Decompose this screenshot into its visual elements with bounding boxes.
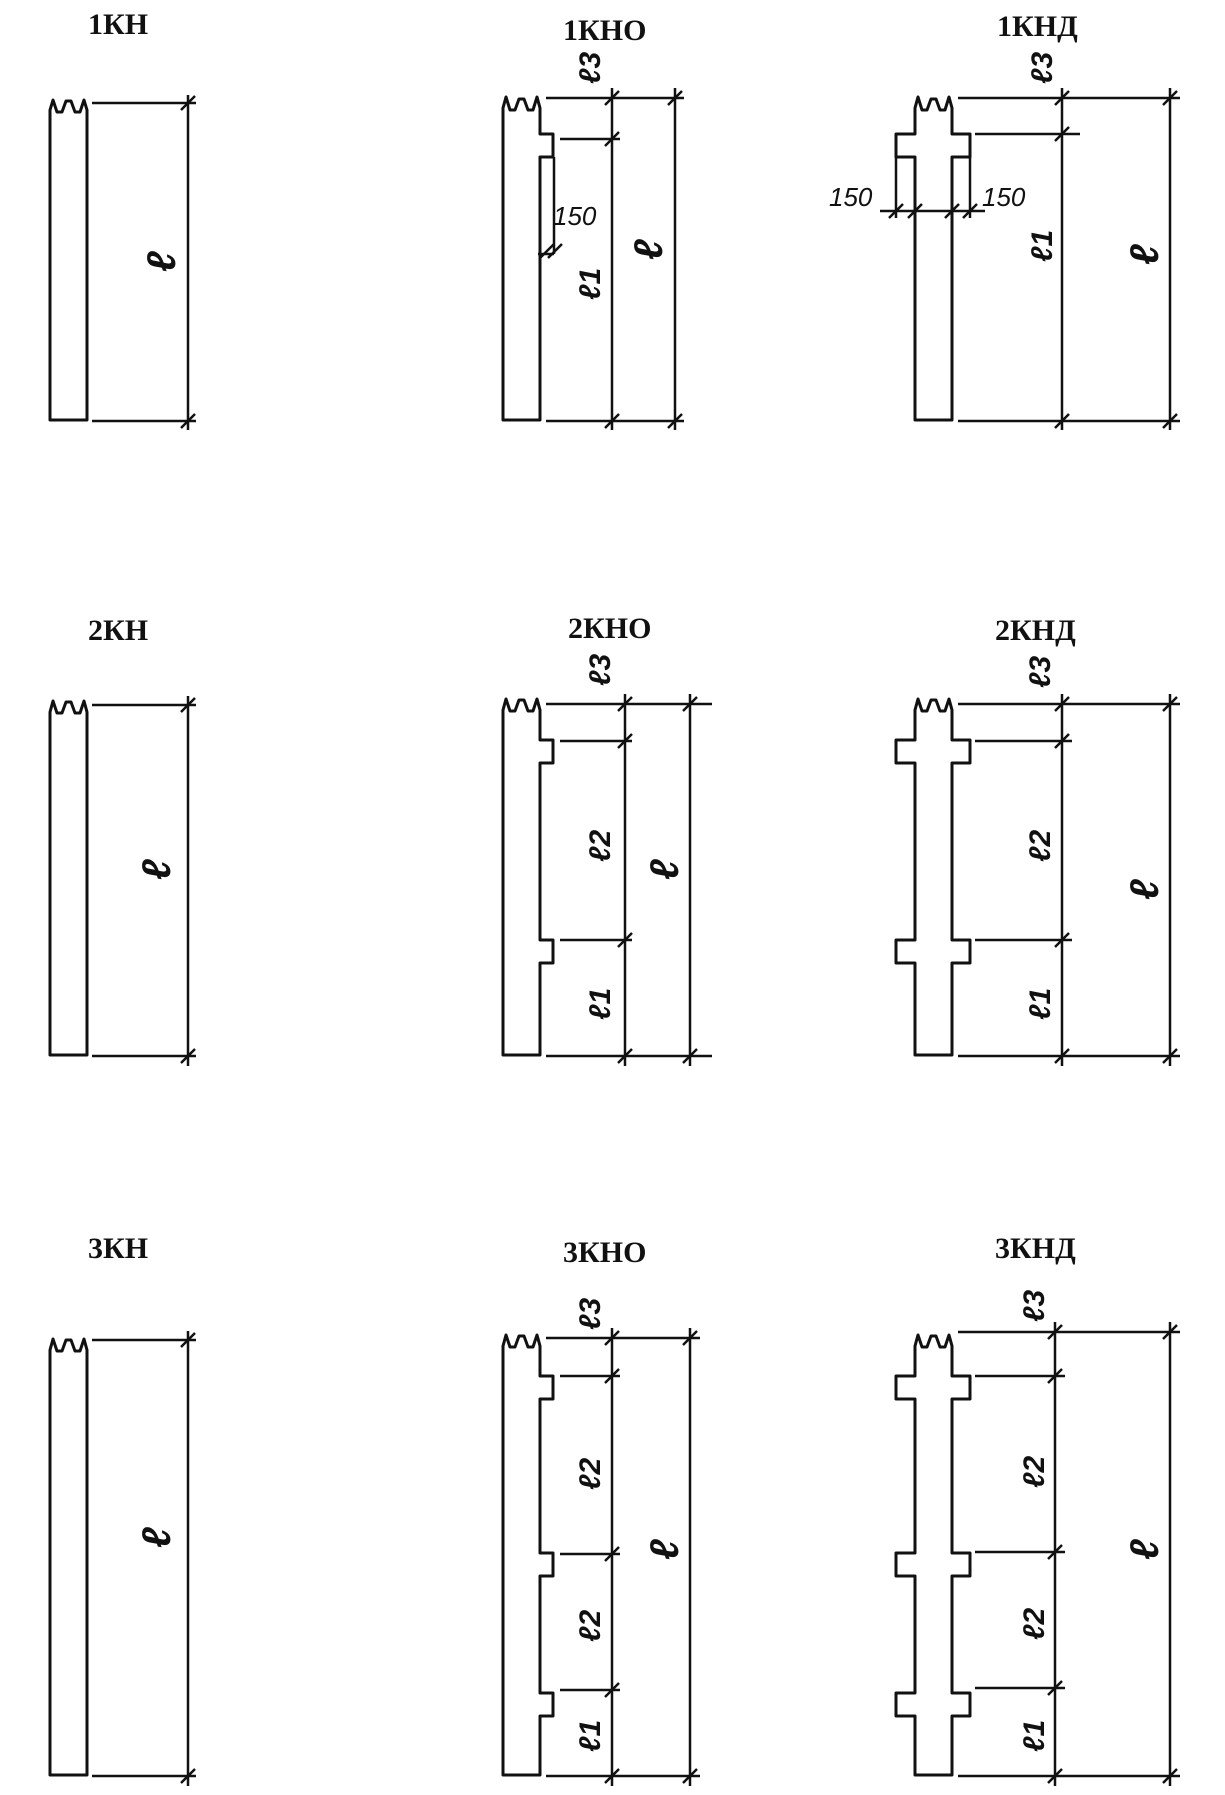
- dim-l3-2knd: ℓ3: [1024, 656, 1057, 688]
- panel-3kno: 3КНО ℓ3 ℓ2 ℓ2 ℓ1 ℓ: [501, 1236, 700, 1786]
- panel-2kn: 2КН ℓ: [48, 614, 196, 1066]
- dim-l2b-3kno: ℓ2: [574, 1610, 607, 1642]
- panel-2kno: 2КНО ℓ3 ℓ2 ℓ1 ℓ: [501, 612, 712, 1066]
- column-3kn: [48, 1337, 89, 1777]
- title-1knd: 1КНД: [997, 10, 1078, 43]
- title-2knd: 2КНД: [995, 614, 1076, 647]
- dim-l2b-3knd: ℓ2: [1018, 1608, 1051, 1640]
- panel-1kno: 1КНО 150 ℓ3 ℓ1 ℓ: [501, 14, 684, 430]
- column-3knd: [894, 1333, 972, 1777]
- dim-l1-3kno: ℓ1: [574, 1720, 607, 1752]
- dim-l-1kn: ℓ: [140, 251, 184, 272]
- dim-l3-1kno: ℓ3: [574, 52, 607, 84]
- dim-l-1kno: ℓ: [627, 239, 671, 260]
- dim-l1-1knd: ℓ1: [1026, 230, 1059, 262]
- dim-l1-3knd: ℓ1: [1018, 1720, 1051, 1752]
- title-3kno: 3КНО: [563, 1236, 646, 1269]
- dim-l2-2kno: ℓ2: [584, 830, 617, 862]
- column-2kn: [48, 699, 89, 1057]
- column-1knd: [894, 95, 972, 422]
- dim-l-1knd: ℓ: [1123, 244, 1167, 265]
- panel-3knd: 3КНД ℓ3 ℓ2 ℓ2 ℓ1 ℓ: [894, 1232, 1180, 1786]
- dim-l-3kno: ℓ: [643, 1539, 687, 1560]
- dim-150-1kno: 150: [553, 201, 597, 231]
- dim-l-2kn: ℓ: [135, 859, 179, 880]
- dim-l3-3knd: ℓ3: [1018, 1290, 1051, 1322]
- dim-l2a-3knd: ℓ2: [1018, 1456, 1051, 1488]
- column-2kno: [501, 697, 555, 1057]
- title-1kno: 1КНО: [563, 14, 646, 47]
- title-1kn: 1КН: [88, 8, 148, 41]
- dim-l-2kno: ℓ: [643, 859, 687, 880]
- title-2kno: 2КНО: [568, 612, 651, 645]
- dim-150-right-1knd: 150: [982, 182, 1026, 212]
- panel-1kn: 1КН ℓ: [48, 8, 196, 430]
- title-3kn: 3КН: [88, 1232, 148, 1265]
- panel-3kn: 3КН ℓ: [48, 1232, 196, 1786]
- title-3knd: 3КНД: [995, 1232, 1076, 1265]
- dim-l3-3kno: ℓ3: [574, 1298, 607, 1330]
- dim-l3-1knd: ℓ3: [1026, 52, 1059, 84]
- dim-l-3kn: ℓ: [135, 1527, 179, 1548]
- column-1kn: [48, 98, 89, 422]
- dim-l1-1kno: ℓ1: [574, 268, 607, 300]
- dim-l1-2knd: ℓ1: [1024, 988, 1057, 1020]
- dim-150-left-1knd: 150: [829, 182, 873, 212]
- dim-l3-2kno: ℓ3: [584, 654, 617, 686]
- column-2knd: [894, 697, 972, 1057]
- dim-l-2knd: ℓ: [1123, 879, 1167, 900]
- column-3kno: [501, 1333, 555, 1777]
- dim-l-3knd: ℓ: [1123, 1539, 1167, 1560]
- dim-l2a-3kno: ℓ2: [574, 1458, 607, 1490]
- dim-l2-2knd: ℓ2: [1024, 830, 1057, 862]
- panel-2knd: 2КНД ℓ3 ℓ2 ℓ1 ℓ: [894, 614, 1180, 1066]
- title-2kn: 2КН: [88, 614, 148, 647]
- panel-1knd: 1КНД 150 150 ℓ3 ℓ1 ℓ: [829, 10, 1180, 430]
- column-1kno: [501, 95, 555, 422]
- dim-l1-2kno: ℓ1: [584, 988, 617, 1020]
